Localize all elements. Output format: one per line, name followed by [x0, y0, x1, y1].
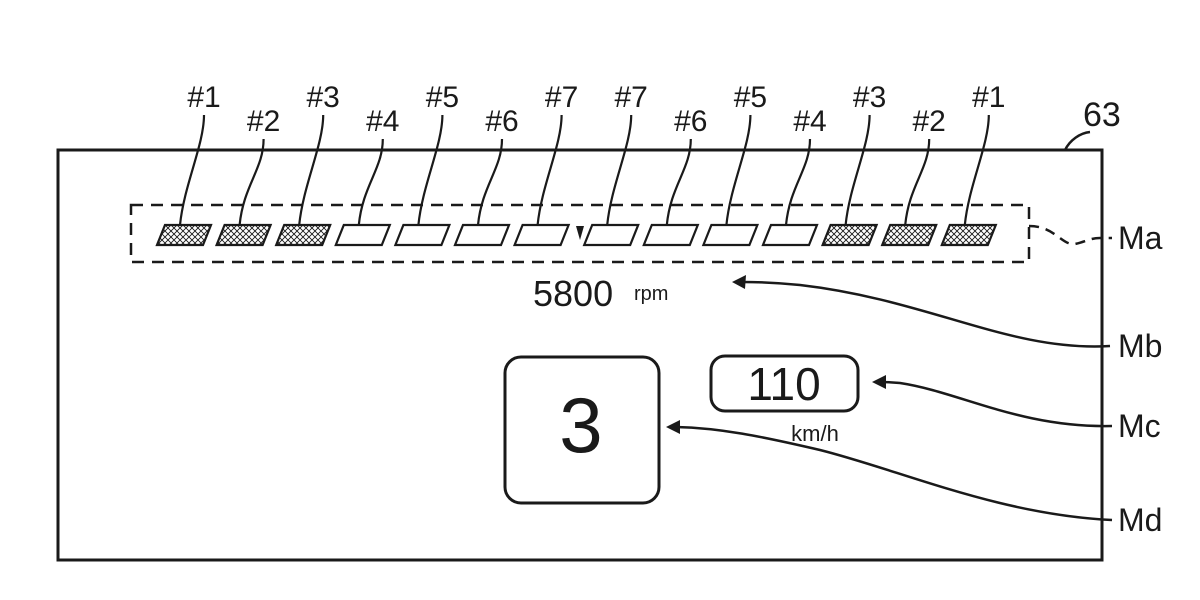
- lamp-label: #1: [187, 81, 220, 114]
- rpm-value: 5800: [533, 273, 613, 314]
- lamp-label: #5: [426, 81, 459, 114]
- rev-lamp: [334, 223, 392, 247]
- lamp-leader-line: [904, 138, 931, 226]
- callout-arrowhead-mc: [872, 375, 886, 389]
- lamp-leader-line: [238, 138, 265, 226]
- rev-lamp: [214, 223, 273, 247]
- rev-lamp: [393, 223, 452, 247]
- callout-leader-mb: [741, 280, 1111, 348]
- rev-lamp: [453, 223, 511, 247]
- gear-box: [503, 355, 661, 505]
- lamp-leader-line: [844, 114, 871, 226]
- lamp-label: #4: [366, 105, 399, 138]
- rev-lamp: [582, 223, 640, 247]
- lamp-label: #5: [734, 81, 767, 114]
- rev-indicator-region: [129, 203, 1031, 264]
- lamp-label: #6: [485, 105, 518, 138]
- figure-ref-label: 63: [1083, 96, 1121, 134]
- lamp-leader-line: [357, 138, 384, 226]
- rev-lamp: [642, 223, 700, 247]
- lamp-label: #7: [545, 81, 578, 114]
- speed-box: [709, 354, 860, 413]
- rev-lamp: [274, 223, 332, 247]
- lamp-label: #3: [853, 81, 886, 114]
- lamp-leader-line: [536, 114, 563, 226]
- rev-lamp: [155, 223, 213, 247]
- lamp-leader-line: [298, 114, 325, 226]
- callout-leader-mc: [879, 380, 1113, 428]
- center-marker: [576, 226, 584, 240]
- lamp-leader-line: [178, 114, 206, 226]
- rev-lamp: [880, 223, 938, 247]
- lamp-leader-line: [417, 114, 444, 226]
- rev-lamp: [820, 223, 879, 247]
- lamp-label: #2: [913, 105, 946, 138]
- callout-leader-ma: [1028, 224, 1112, 246]
- rev-lamp: [761, 223, 819, 247]
- rev-lamp: [512, 223, 571, 247]
- rev-lamp: [940, 223, 998, 247]
- gear-value: 3: [559, 381, 602, 469]
- rpm-unit: rpm: [634, 283, 668, 305]
- callout-label-ma: Ma: [1118, 220, 1163, 256]
- lamp-label: #6: [674, 105, 707, 138]
- callout-arrowhead-md: [666, 420, 680, 434]
- display-frame: [56, 148, 1104, 562]
- callout-leader-md: [675, 425, 1113, 522]
- lamp-leader-line: [784, 138, 812, 226]
- lamp-label: #2: [247, 105, 280, 138]
- rev-indicator-lamps: #1 #2 #3 #4 #5 #6 #7 #7 #6 #5 #4 #3 #2 #1: [155, 81, 1005, 247]
- callout-label-md: Md: [1118, 502, 1162, 538]
- lamp-leader-line: [476, 138, 504, 226]
- rev-lamp: [701, 223, 760, 247]
- lamp-leader-line: [725, 114, 752, 226]
- lamp-label: #1: [972, 81, 1005, 114]
- lamp-leader-line: [665, 138, 692, 226]
- lamp-label: #7: [615, 81, 648, 114]
- lamp-leader-line: [963, 114, 990, 226]
- callout-arrowhead-mb: [732, 275, 746, 289]
- speed-unit: km/h: [791, 421, 839, 446]
- callout-label-mb: Mb: [1118, 328, 1162, 364]
- lamp-label: #3: [307, 81, 340, 114]
- lamp-label: #4: [793, 105, 826, 138]
- speed-value: 110: [747, 358, 820, 410]
- callout-label-mc: Mc: [1118, 408, 1161, 444]
- figure-ref-leader: [1063, 130, 1091, 151]
- lamp-leader-line: [606, 114, 633, 226]
